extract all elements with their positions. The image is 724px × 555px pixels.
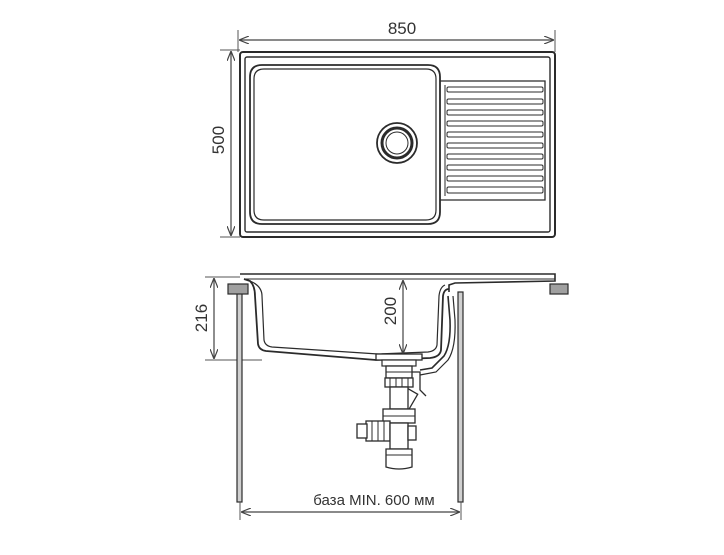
width-label: 850: [388, 19, 416, 38]
drainboard-grooves: [446, 86, 544, 194]
siphon: [356, 353, 427, 470]
mount-clip-left: [227, 283, 249, 295]
width-dimension: 850: [237, 19, 556, 52]
sink-rim: [244, 56, 551, 233]
depth-label: 500: [209, 126, 228, 154]
side-view: 216 200: [192, 273, 569, 520]
base-label: база MIN. 600 мм: [313, 492, 434, 509]
drainboard-outline: [440, 80, 546, 201]
overflow-tube-inner: [419, 295, 456, 376]
top-view: 850 500: [209, 19, 556, 238]
bowl-inner-outline: [253, 68, 437, 221]
mount-clip-right: [549, 283, 569, 295]
cabinet-wall-right: [457, 291, 464, 503]
overflow-tube: [419, 295, 451, 371]
depth-dimension: 500: [209, 49, 240, 238]
sink-outline: [239, 51, 556, 238]
bowl-depth-label: 200: [381, 297, 400, 325]
bowl-depth-dimension: 200: [381, 281, 403, 353]
height-dimension: 216: [192, 276, 262, 361]
base-dimension: база MIN. 600 мм: [239, 492, 462, 520]
drain-hole: [376, 122, 418, 164]
cabinet-wall-left: [236, 291, 243, 503]
bowl-profile-inner: [249, 280, 446, 355]
height-label: 216: [192, 304, 211, 332]
bowl-outline: [249, 64, 441, 225]
bowl-profile-outer: [243, 278, 450, 361]
sink-top-flange: [240, 273, 556, 292]
